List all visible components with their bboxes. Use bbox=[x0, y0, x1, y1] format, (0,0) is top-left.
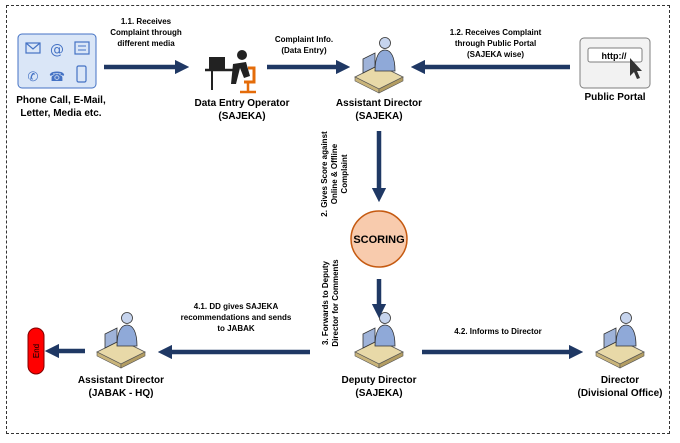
edge-label-2-line3: Complaint bbox=[340, 154, 349, 194]
director-icon bbox=[595, 312, 645, 369]
edge-label-2: 2. Gives Score against Online & Offline … bbox=[320, 124, 354, 224]
edge-label-2-line2: Online & Offline bbox=[330, 143, 339, 205]
edge-label-4-1-line2: recommendations and sends bbox=[180, 313, 292, 322]
edge-label-2-line1: 2. Gives Score against bbox=[320, 131, 329, 217]
dd-icon bbox=[354, 312, 404, 369]
ad-jabak-label-line2: (JABAK - HQ) bbox=[88, 388, 154, 399]
end-label: End bbox=[32, 344, 41, 358]
edge-label-1-2-line1: 1.2. Receives Complaint bbox=[449, 28, 542, 37]
svg-text:✆: ✆ bbox=[28, 70, 39, 85]
edge-label-3: 3. Forwards to Deputy Director for Comme… bbox=[321, 253, 345, 353]
dd-label-line2: (SAJEKA) bbox=[355, 388, 403, 399]
portal-url-text: http:// bbox=[602, 51, 627, 61]
ad-jabak-label: Assistant Director (JABAK - HQ) bbox=[66, 374, 176, 400]
diagram-frame bbox=[6, 5, 670, 434]
ad-sajeka-label: Assistant Director (SAJEKA) bbox=[324, 97, 434, 123]
svg-text:@: @ bbox=[50, 42, 64, 58]
edge-label-complaint-info-line2: (Data Entry) bbox=[281, 46, 327, 55]
dd-label-line1: Deputy Director bbox=[341, 375, 417, 386]
media-label-line1: Phone Call, E-Mail, bbox=[16, 95, 106, 106]
media-label-line2: Letter, Media etc. bbox=[20, 108, 102, 119]
edge-label-3-line2: Director for Comments bbox=[331, 259, 340, 347]
edge-label-1-1: 1.1. Receives Complaint through differen… bbox=[96, 16, 196, 49]
operator-icon bbox=[205, 50, 256, 94]
dd-label: Deputy Director (SAJEKA) bbox=[324, 374, 434, 400]
edge-label-1-2-line2: through Public Portal bbox=[454, 39, 537, 48]
edge-label-4-1-line3: to JABAK bbox=[217, 324, 255, 333]
ad-jabak-icon bbox=[96, 312, 146, 369]
ad-sajeka-label-line2: (SAJEKA) bbox=[355, 111, 403, 122]
edge-label-1-1-line1: 1.1. Receives bbox=[120, 17, 172, 26]
end-node: End bbox=[27, 327, 45, 375]
edge-label-complaint-info: Complaint Info. (Data Entry) bbox=[262, 34, 346, 56]
director-label-line1: Director bbox=[600, 375, 640, 386]
operator-label-line1: Data Entry Operator bbox=[194, 98, 290, 109]
scoring-node: SCORING bbox=[350, 210, 408, 268]
ad-jabak-label-line1: Assistant Director bbox=[77, 375, 165, 386]
edge-label-1-2-line3: (SAJEKA wise) bbox=[466, 50, 525, 59]
portal-label: Public Portal bbox=[584, 92, 646, 103]
edge-label-4-2: 4.2. Informs to Director bbox=[454, 327, 542, 336]
portal-icon: http:// bbox=[579, 37, 651, 89]
media-icon: @ ✆ ☎ bbox=[17, 33, 97, 89]
edge-label-3-line1: 3. Forwards to Deputy bbox=[321, 261, 330, 346]
media-label: Phone Call, E-Mail, Letter, Media etc. bbox=[6, 94, 116, 120]
svg-text:☎: ☎ bbox=[49, 70, 65, 85]
edge-label-4-1-line1: 4.1. DD gives SAJEKA bbox=[193, 302, 279, 311]
director-label: Director (Divisional Office) bbox=[564, 374, 676, 400]
operator-label: Data Entry Operator (SAJEKA) bbox=[182, 97, 302, 123]
ad-sajeka-icon bbox=[354, 37, 404, 94]
edge-label-1-1-line3: different media bbox=[117, 39, 175, 48]
ad-sajeka-label-line1: Assistant Director bbox=[335, 98, 423, 109]
edge-label-1-2: 1.2. Receives Complaint through Public P… bbox=[433, 27, 558, 60]
scoring-label: SCORING bbox=[353, 234, 404, 246]
operator-label-line2: (SAJEKA) bbox=[218, 111, 266, 122]
director-label-line2: (Divisional Office) bbox=[577, 388, 663, 399]
edge-label-1-1-line2: Complaint through bbox=[110, 28, 182, 37]
edge-label-complaint-info-line1: Complaint Info. bbox=[274, 35, 334, 44]
edge-label-4-1: 4.1. DD gives SAJEKA recommendations and… bbox=[176, 301, 296, 334]
